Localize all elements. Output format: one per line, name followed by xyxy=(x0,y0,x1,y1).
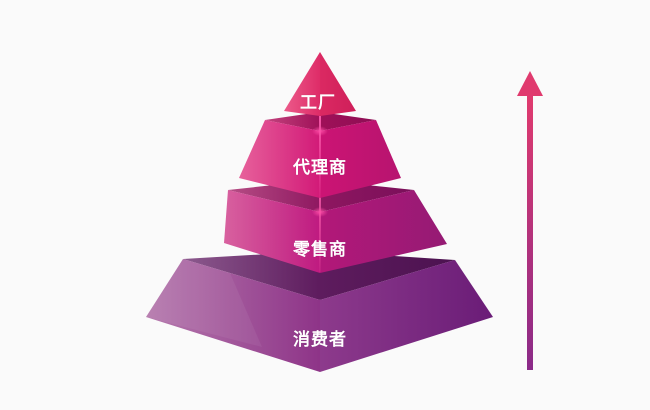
tier-label-consumer: 消费者 xyxy=(293,330,347,350)
tier-label-factory: 工厂 xyxy=(300,93,336,113)
tier-factory xyxy=(284,52,356,116)
tier-label-retailer: 零售商 xyxy=(293,240,347,260)
up-arrow-icon xyxy=(517,71,543,370)
tier-label-agent: 代理商 xyxy=(293,158,347,178)
tier-agent xyxy=(239,112,401,198)
tier-consumer xyxy=(146,251,493,372)
